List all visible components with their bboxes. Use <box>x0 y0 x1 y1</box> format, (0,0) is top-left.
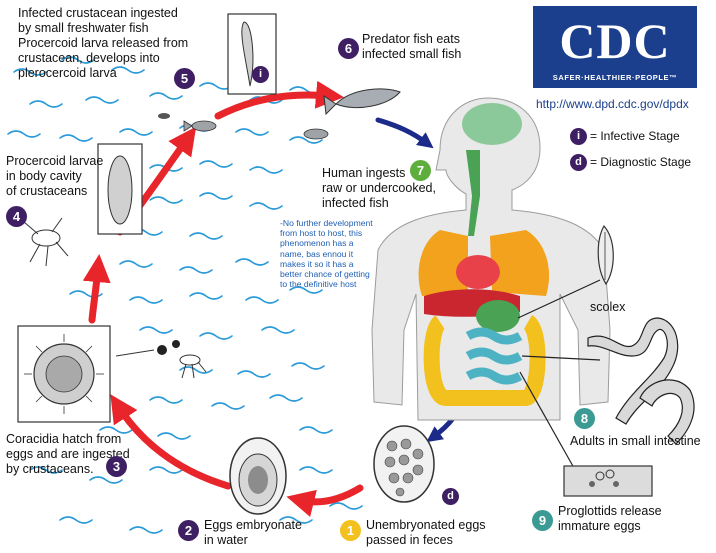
embryonated-egg-icon <box>229 437 287 515</box>
legend-infective-label: = Infective Stage <box>590 129 680 143</box>
throat-icon <box>466 150 480 236</box>
stage-2-label: Eggs embryonate in water <box>204 518 302 547</box>
arrow-predator-to-human <box>375 117 434 149</box>
stomach-icon <box>476 300 520 332</box>
colon-icon <box>423 315 546 406</box>
annotation-note: -No further development from host to hos… <box>280 218 373 290</box>
small-fish-icon <box>158 113 329 140</box>
scolex-icon <box>597 224 614 286</box>
stage-7-label: Human ingests raw or undercooked, infect… <box>322 166 436 210</box>
stage1-diagnostic-marker: d <box>442 488 459 505</box>
stage-1-badge: 1 <box>340 520 361 541</box>
stage-6-label: Predator fish eats infected small fish <box>362 32 462 61</box>
arrow-embryonate-to-coracidia <box>110 394 232 490</box>
proglottid-icon <box>563 465 653 497</box>
heart-icon <box>456 255 500 289</box>
stage5-infective-marker: i <box>252 66 269 83</box>
adult-worm-icon <box>587 317 695 445</box>
legend-diagnostic-label: = Diagnostic Stage <box>590 155 692 169</box>
pointer-lines <box>517 279 601 469</box>
procercoid-icon <box>23 143 143 267</box>
scolex-label: scolex <box>590 300 626 314</box>
infective-stage-icon: i <box>570 128 587 145</box>
stage-9-badge: 9 <box>532 510 553 531</box>
stage-4-label: Procercoid larvae in body cavity of crus… <box>6 154 104 198</box>
cdc-tagline: SAFER·HEALTHIER·PEOPLE™ <box>552 73 678 82</box>
human-body-icon <box>371 97 611 421</box>
stage-9-label: Proglottids release immature eggs <box>558 504 662 533</box>
stage-7-badge: 7 <box>410 160 431 181</box>
small-intestine-icon <box>465 327 523 385</box>
cdc-logo-text: CDC <box>559 13 671 69</box>
stage-4-badge: 4 <box>6 206 27 227</box>
lungs-icon <box>418 230 550 296</box>
cdc-logo: CDC SAFER·HEALTHIER·PEOPLE™ <box>533 6 697 88</box>
arrow-eggs-to-embryonate <box>286 484 364 517</box>
stage-5-label: Infected crustacean ingested by small fr… <box>18 6 189 80</box>
diagnostic-stage-icon: d <box>570 154 587 171</box>
stage-1-label: Unembryonated eggs passed in feces <box>366 518 486 547</box>
stage-5-badge: 5 <box>174 68 195 89</box>
brain-icon <box>462 103 522 145</box>
arrow-smallfish-to-predator <box>214 80 344 120</box>
plerocercoid-icon <box>227 13 277 95</box>
arrow-coracidia-to-procercoid <box>82 254 111 324</box>
unembryonated-egg-icon <box>373 425 435 503</box>
stage-6-badge: 6 <box>338 38 359 59</box>
stage-3-badge: 3 <box>106 456 127 477</box>
coracidium-icon <box>17 325 111 423</box>
stage-8-label: Adults in small intestine <box>570 434 701 448</box>
stage-8-badge: 8 <box>574 408 595 429</box>
dpdx-url[interactable]: http://www.dpd.cdc.gov/dpdx <box>536 97 689 111</box>
predator-fish-icon <box>323 88 401 116</box>
coracidia-ingested-icon <box>115 340 207 379</box>
stage-2-badge: 2 <box>178 520 199 541</box>
